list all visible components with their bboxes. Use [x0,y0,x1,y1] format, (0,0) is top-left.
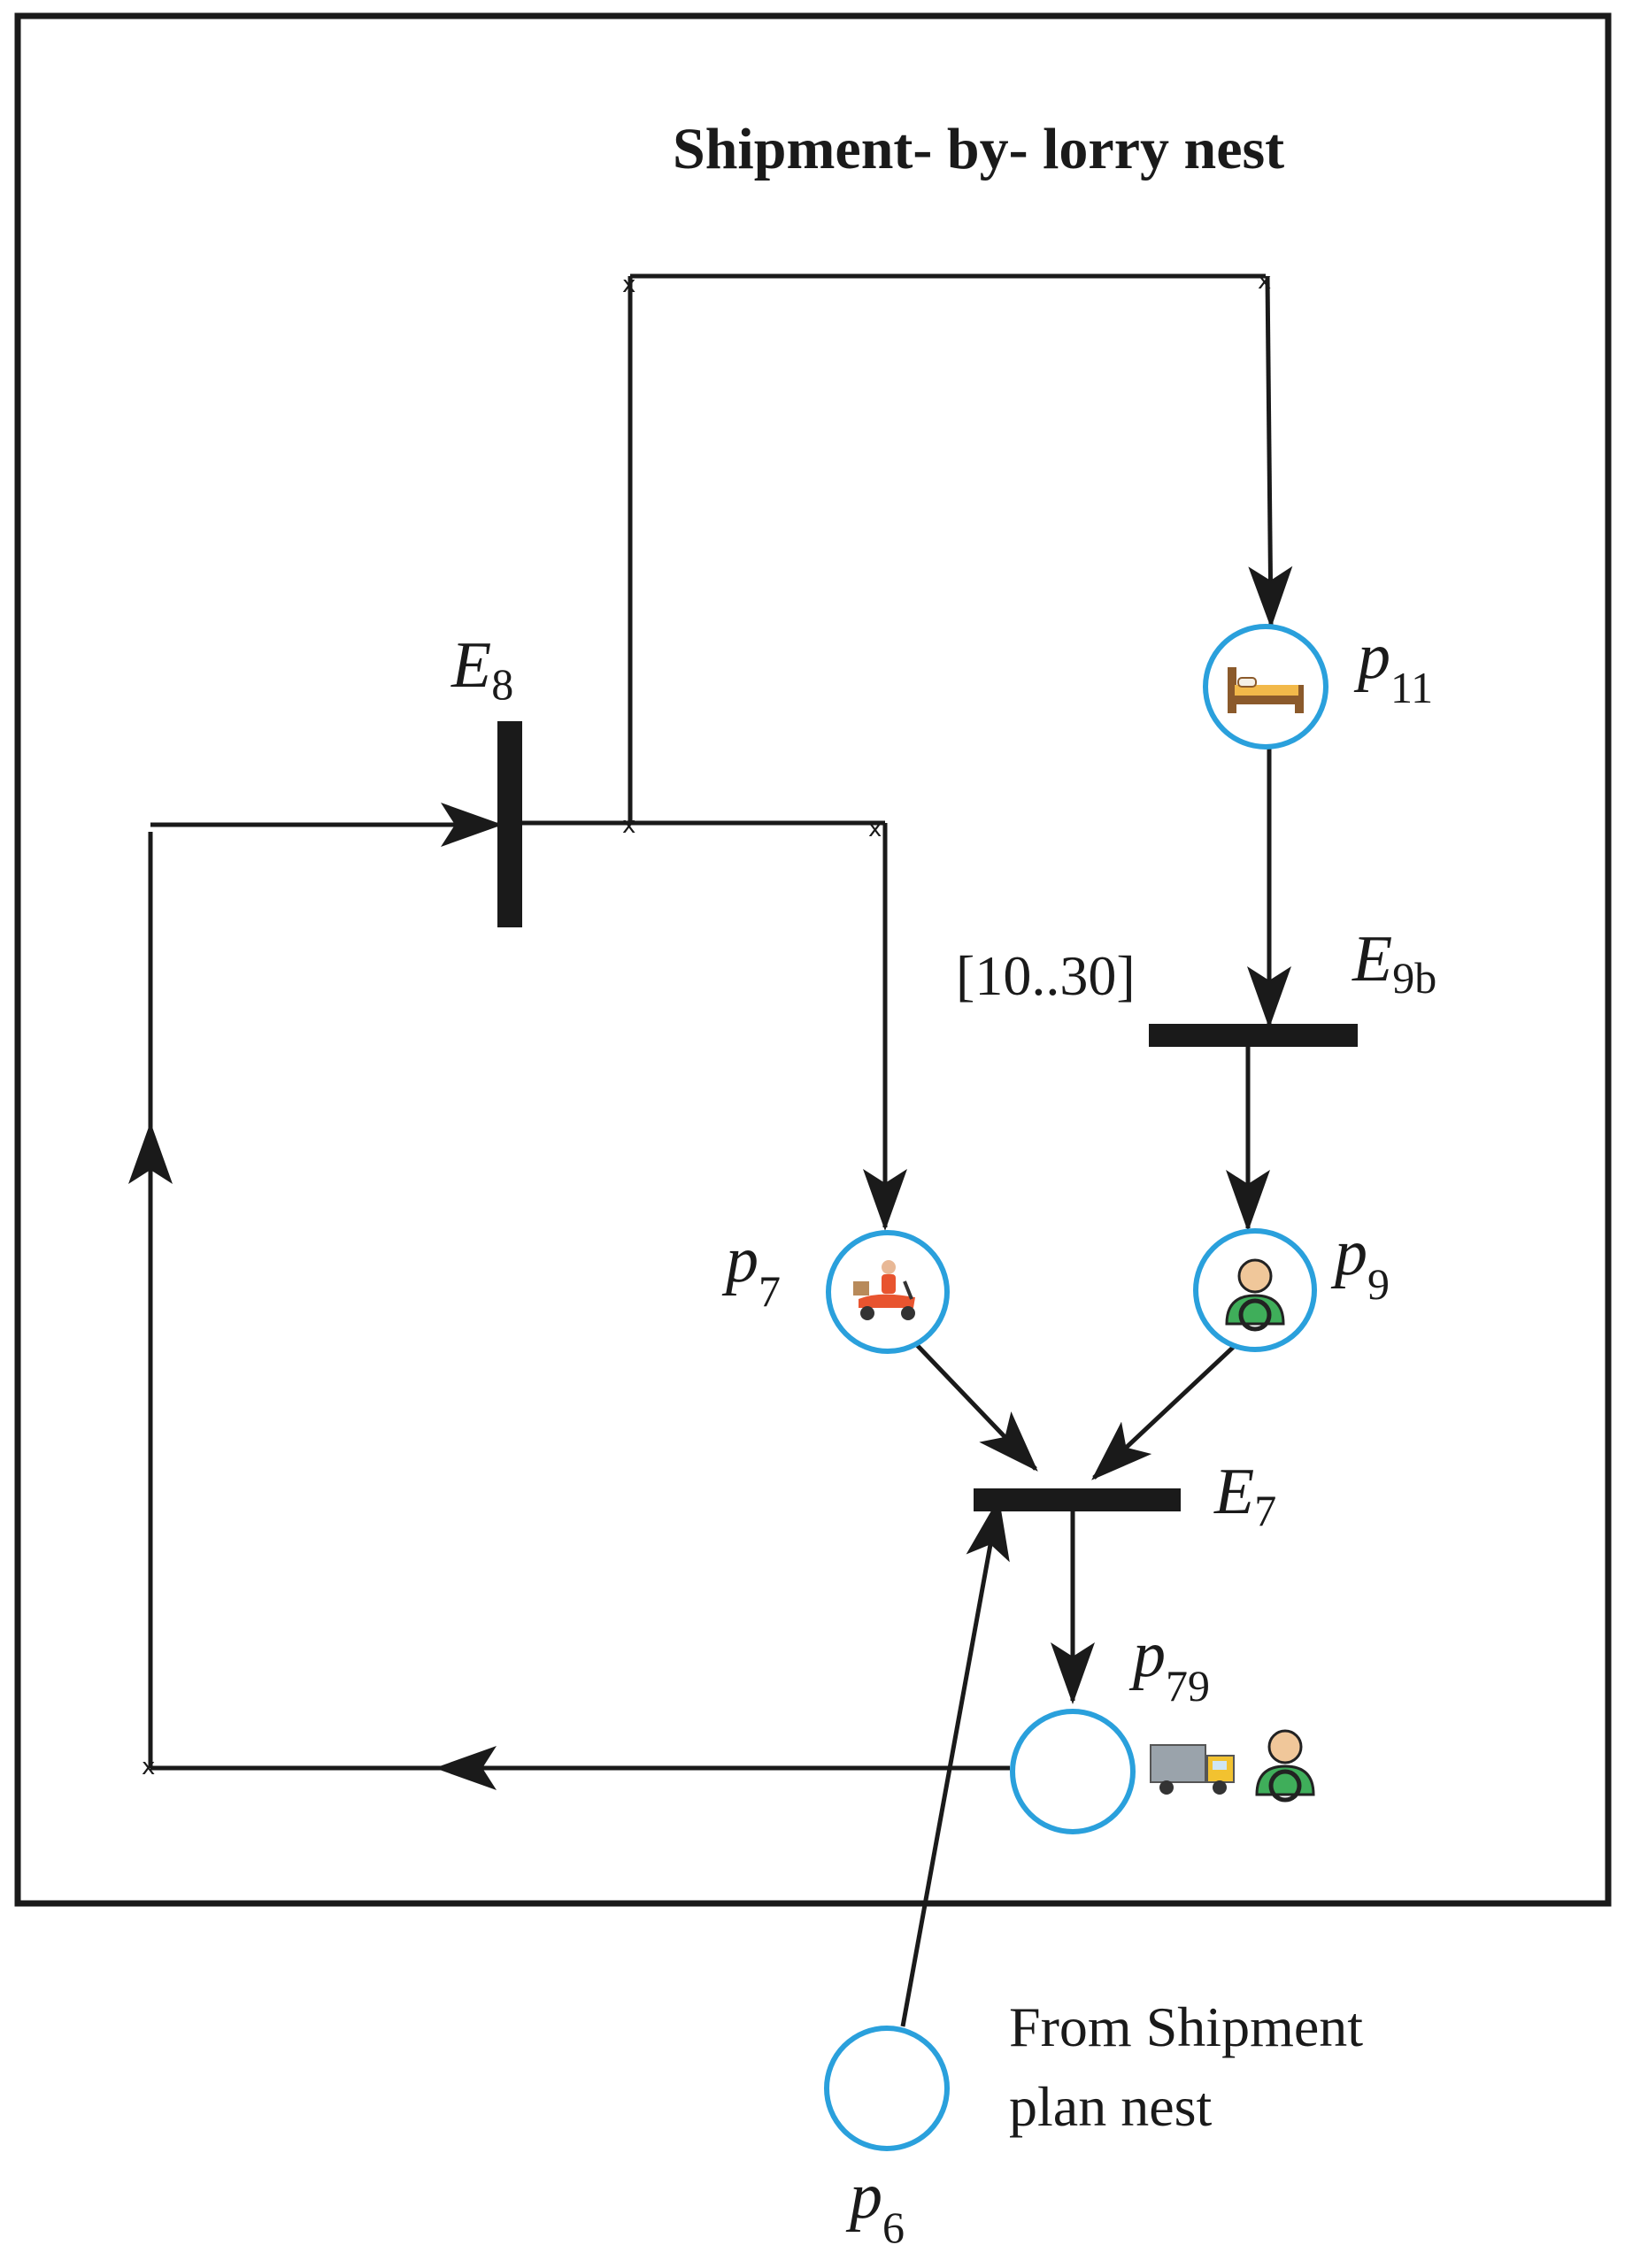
label-p9: p9 [1330,1217,1390,1309]
transition-e7-bar [974,1488,1181,1511]
place-p79 [1010,1709,1136,1834]
guard-e9b: [10..30] [956,944,1136,1007]
label-e8: E8 [451,629,513,709]
arc-p9-to-e7 [1091,1342,1239,1480]
junction-bottom-left: x [142,1754,155,1780]
label-e9b: E9b [1352,923,1436,1003]
label-p7: p7 [721,1224,781,1316]
label-p11: p11 [1353,620,1433,712]
driver-icon-p79 [1255,1729,1315,1803]
nest-title: Shipment- by- lorry nest [673,117,1284,181]
arcs [128,273,1293,2027]
nest-boundary [14,12,1612,1907]
junction-top-left: x [622,272,635,298]
junction-marks: x x x x x [142,268,1271,1780]
arc-to-p11 [1248,275,1293,628]
junction-to-p7: x [868,816,882,842]
driver-icon [1225,1258,1285,1332]
label-p6: p6 [845,2160,905,2252]
note-line-1: From Shipment [1009,1995,1363,2058]
lorry-icon [1150,1744,1235,1795]
transition-e8-bar [497,721,522,927]
label-e7: E7 [1213,1456,1276,1535]
delivery-scooter-icon [853,1260,915,1320]
junction-top-right: x [1258,268,1271,295]
arc-p6-to-e7 [900,1497,1010,2027]
arc-p7-to-e7 [915,1343,1038,1472]
junction-e8-split: x [622,812,635,839]
label-p79: p79 [1128,1618,1210,1711]
note-line-2: plan nest [1009,2075,1213,2138]
place-p6 [824,2026,950,2151]
transition-e9b-bar [1149,1024,1358,1047]
bed-icon [1228,667,1304,713]
